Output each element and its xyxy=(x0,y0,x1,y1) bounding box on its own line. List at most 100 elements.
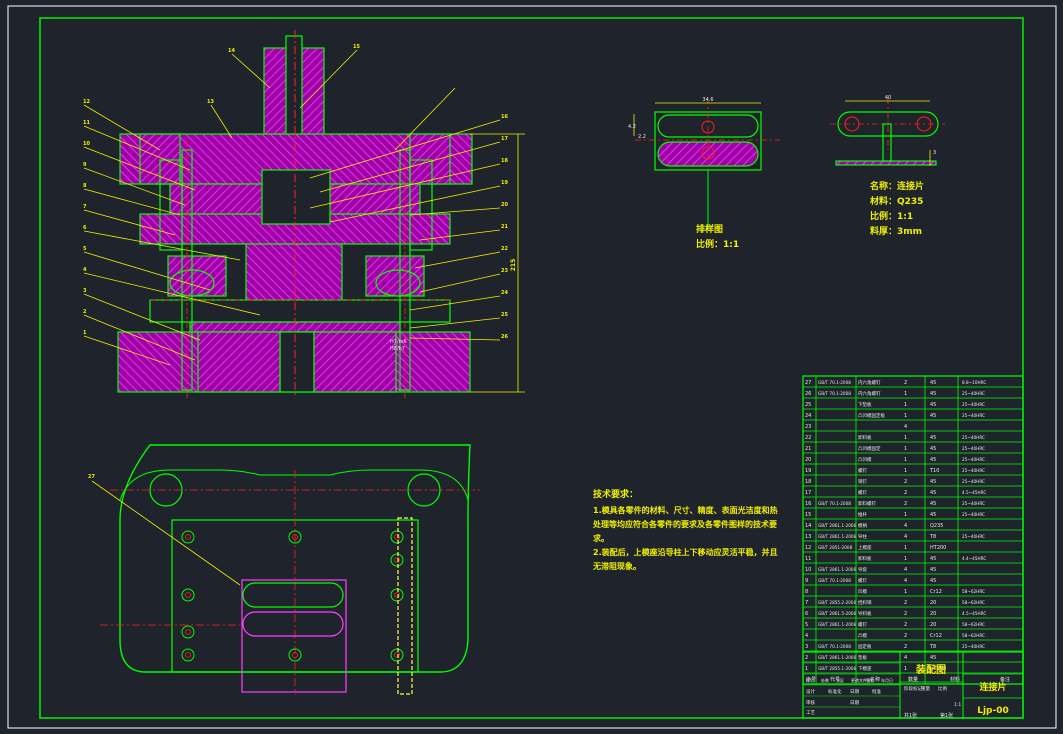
bom-cell-name-11: 卸料板 xyxy=(858,555,872,562)
bom-cell-no-20: 20 xyxy=(805,457,811,463)
bom-cell-name-7: 挡料销 xyxy=(858,599,872,606)
leader-right-19 xyxy=(329,185,501,223)
tb-label-0: 标记 xyxy=(806,677,814,683)
bom-cell-code-1: GB/T 2855.1-2008 xyxy=(818,666,857,671)
bom-cell-name-18: 销钉 xyxy=(858,478,867,485)
part-thickness: 料厚：3mm xyxy=(870,225,922,237)
strip-layout-view: 34.64.22.2 xyxy=(628,97,780,230)
tb-stage-2: 比例 xyxy=(938,685,947,692)
callout-right-17: 17 xyxy=(501,136,508,142)
callout-right-20: 20 xyxy=(501,202,508,208)
bom-cell-qty-10: 4 xyxy=(904,567,907,573)
leader-top-15 xyxy=(299,49,358,109)
guide-rail xyxy=(397,517,413,695)
bom-cell-name-21: 凸凹模固定 xyxy=(858,445,881,452)
bom-cell-name-1: 下模座 xyxy=(858,665,872,672)
bom-cell-code-26: GB/T 70.1-2008 xyxy=(818,391,851,396)
bom-cell-qty-13: 4 xyxy=(904,534,907,540)
callout-left-10: 10 xyxy=(83,141,90,147)
bom-cell-no-22: 22 xyxy=(805,435,811,441)
part-scale: 比例：1:1 xyxy=(870,210,913,222)
bom-cell-material-11: 45 xyxy=(930,556,936,562)
blank-slot-bottom xyxy=(242,611,344,637)
leader-left-11 xyxy=(83,125,191,171)
leader-left-3 xyxy=(83,293,201,341)
screw-hole-7 xyxy=(288,530,302,544)
bom-cell-no-13: 13 xyxy=(805,534,811,540)
bom-cell-material-7: 20 xyxy=(930,600,936,606)
screw-hole-3 xyxy=(181,588,195,602)
tb-label-2: 分区 xyxy=(836,677,844,683)
tb-label-3: 更改文件号 xyxy=(851,677,871,683)
tb-label-5: 年月日 xyxy=(881,677,893,683)
tb-scale: 1:1 xyxy=(954,702,961,708)
leader-left-6 xyxy=(83,230,241,261)
bom-cell-no-3: 3 xyxy=(805,644,808,650)
bom-cell-code-3: GB/T 70.1-2008 xyxy=(818,644,851,649)
callout-right-16: 16 xyxy=(501,114,508,120)
drawing-frame xyxy=(7,5,1057,729)
bom-cell-note-22: 25~40HRC xyxy=(962,435,985,440)
callout-left-6: 6 xyxy=(83,225,87,231)
bom-cell-material-19: T10 xyxy=(929,468,939,474)
bom-cell-note-4: 58~62HRC xyxy=(962,633,985,638)
screw-hole-5 xyxy=(181,648,195,662)
bom-cell-qty-15: 1 xyxy=(904,512,907,518)
bom-cell-code-2: GB/T 2861.1-2008 xyxy=(818,655,857,660)
callout-left-1: 1 xyxy=(83,330,87,336)
tech-req-line-1: 1.模具各零件的材料、尺寸、精度、表面光洁度和热 xyxy=(593,505,778,515)
callout-left-5: 5 xyxy=(83,246,87,252)
bom-cell-material-6: 20 xyxy=(930,611,936,617)
screw-hole-8 xyxy=(288,648,302,662)
bom-cell-name-4: 凸模 xyxy=(858,632,867,639)
bom-cell-no-17: 17 xyxy=(805,490,811,496)
bom-cell-name-19: 螺钉 xyxy=(858,467,867,474)
bom-cell-no-18: 18 xyxy=(805,479,811,485)
tb-label3-2: 日期 xyxy=(850,700,859,706)
tb-drawing-title: 装配图 xyxy=(915,663,946,676)
bom-cell-name-10: 导套 xyxy=(858,566,867,573)
bom-cell-qty-14: 4 xyxy=(904,523,907,529)
bom-cell-note-20: 25~40HRC xyxy=(962,457,985,462)
callout-right-22: 22 xyxy=(501,246,508,252)
callout-left-2: 2 xyxy=(83,309,87,315)
tb-sheet-total: 共1张 xyxy=(904,712,917,719)
bom-cell-no-27: 27 xyxy=(805,380,811,386)
screw-hole-inner-2 xyxy=(394,534,400,540)
screw-hole-inner-4 xyxy=(394,592,400,598)
bom-cell-material-16: 45 xyxy=(930,501,936,507)
leader-left-10 xyxy=(83,146,196,191)
bom-header-code: 代号 xyxy=(830,676,840,683)
bom-cell-note-8: 58~62HRC xyxy=(962,589,985,594)
callout-left-4: 4 xyxy=(83,267,87,273)
tb-label-1: 处数 xyxy=(821,677,829,683)
tb-drawing-no: Ljp-00 xyxy=(977,706,1009,716)
tb-label3-0: 审核 xyxy=(806,699,815,706)
bom-cell-note-25: 25~40HRC xyxy=(962,402,985,407)
leader-left-2 xyxy=(83,314,196,361)
bom-cell-material-21: 45 xyxy=(930,446,936,452)
bom-cell-code-6: GB/T 2861.5-2008 xyxy=(818,611,857,616)
bom-cell-no-10: 10 xyxy=(805,567,811,573)
leader-left-7 xyxy=(83,209,176,236)
bom-cell-no-14: 14 xyxy=(805,523,811,529)
callout-top-15: 15 xyxy=(353,44,360,50)
strip-layout-scale: 比例：1:1 xyxy=(696,238,739,250)
bom-cell-qty-27: 2 xyxy=(904,380,907,386)
bom-cell-note-26: 25~40HRC xyxy=(962,391,985,396)
bom-cell-no-24: 24 xyxy=(805,413,811,419)
callout-left-12: 12 xyxy=(83,99,90,105)
guide-bush-left xyxy=(159,159,183,251)
bom-cell-material-14: Q235 xyxy=(930,523,943,529)
tb-label3-1: 工艺 xyxy=(806,710,815,716)
bom-cell-code-7: GB/T 2855.2-2008 xyxy=(818,600,857,605)
leader-left-12 xyxy=(83,104,161,151)
callout-left-11: 11 xyxy=(83,120,90,126)
bom-cell-name-16: 卸料螺钉 xyxy=(858,500,876,507)
tb-label2-2: 日期 xyxy=(850,689,859,695)
bom-header-name: 名称 xyxy=(870,676,880,683)
bom-cell-no-9: 9 xyxy=(805,578,808,584)
screw-hole-10 xyxy=(390,553,404,567)
